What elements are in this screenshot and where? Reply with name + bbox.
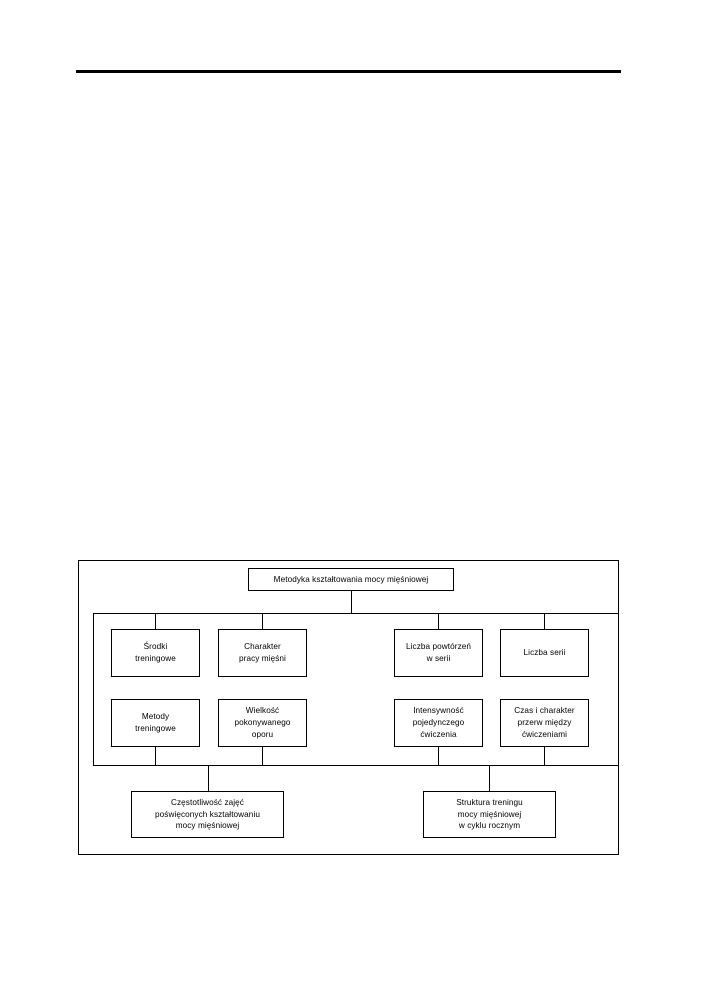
node-intensywnosc-line3: ćwiczenia xyxy=(420,729,457,739)
node-wielkosc-pokonywanego-oporu: Wielkość pokonywanego oporu xyxy=(218,699,307,747)
connector-drop-charakter xyxy=(262,613,263,629)
node-wielkosc-oporu-line3: oporu xyxy=(251,729,274,739)
node-intensywnosc-pojedynczego-cwiczenia: Intensywność pojedynczego ćwiczenia xyxy=(394,699,483,747)
connector-rise-metody xyxy=(155,747,156,766)
node-czestotliwosc-line2: poświęconych kształtowaniu xyxy=(155,809,260,819)
node-czas-przerw-line3: ćwiczeniami xyxy=(521,729,568,739)
connector-rise-wielkosc xyxy=(262,747,263,766)
connector-drop-liczba-powtorzen xyxy=(438,613,439,629)
diagram-inner-frame xyxy=(93,613,619,766)
node-struktura-line2: mocy mięśniowej xyxy=(457,809,522,819)
connector-drop-struktura xyxy=(489,766,490,791)
connector-drop-srodki xyxy=(155,613,156,629)
node-wielkosc-oporu-line2: pokonywanego xyxy=(234,718,291,728)
node-czestotliwosc-zajec: Częstotliwość zajęć poświęconych kształt… xyxy=(131,791,284,838)
node-czestotliwosc-line1: Częstotliwość zajęć xyxy=(170,797,244,807)
node-liczba-powtorzen-w-serii: Liczba powtórzeń w serii xyxy=(394,629,483,677)
node-liczba-powtorzen-line1: Liczba powtórzeń xyxy=(405,642,472,652)
node-metody-treningowe: Metody treningowe xyxy=(111,699,200,747)
node-liczba-powtorzen-line2: w serii xyxy=(426,654,451,663)
node-czestotliwosc-line3: mocy mięśniowej xyxy=(175,821,240,831)
connector-root-stem xyxy=(351,591,352,613)
node-root-label: Metodyka kształtowania mocy mięśniowej xyxy=(273,574,429,584)
page-header-rule xyxy=(76,70,621,73)
node-wielkosc-oporu-line1: Wielkość xyxy=(245,706,280,716)
diagram-figure: Metodyka kształtowania mocy mięśniowej Ś… xyxy=(78,560,619,855)
node-charakter-pracy-miesni-line2: pracy mięśni xyxy=(239,654,286,663)
node-srodki-treningowe-line2: treningowe xyxy=(135,654,176,663)
node-srodki-treningowe-line1: Środki xyxy=(143,642,168,652)
node-charakter-pracy-miesni: Charakter pracy mięśni xyxy=(218,629,307,677)
connector-rise-czas-przerw xyxy=(544,747,545,766)
connector-rise-intensywnosc xyxy=(438,747,439,766)
node-charakter-pracy-miesni-line1: Charakter xyxy=(244,642,281,652)
node-liczba-serii-line1: Liczba serii xyxy=(523,648,566,658)
node-czas-przerw-line1: Czas i charakter xyxy=(514,706,575,716)
node-root: Metodyka kształtowania mocy mięśniowej xyxy=(248,568,454,591)
node-srodki-treningowe: Środki treningowe xyxy=(111,629,200,677)
node-metody-treningowe-line2: treningowe xyxy=(135,724,176,733)
node-struktura-treningu: Struktura treningu mocy mięśniowej w cyk… xyxy=(423,791,556,838)
connector-drop-liczba-serii xyxy=(544,613,545,629)
node-liczba-serii: Liczba serii xyxy=(500,629,589,677)
node-struktura-line1: Struktura treningu xyxy=(456,797,523,807)
node-struktura-line3: w cyklu rocznym xyxy=(458,821,521,831)
node-metody-treningowe-line1: Metody xyxy=(141,712,170,722)
connector-drop-czestotliwosc xyxy=(208,766,209,791)
node-czas-i-charakter-przerw: Czas i charakter przerw między ćwiczenia… xyxy=(500,699,589,747)
node-intensywnosc-line2: pojedynczego xyxy=(412,718,465,728)
node-czas-przerw-line2: przerw między xyxy=(517,718,572,728)
node-intensywnosc-line1: Intensywność xyxy=(413,706,464,716)
